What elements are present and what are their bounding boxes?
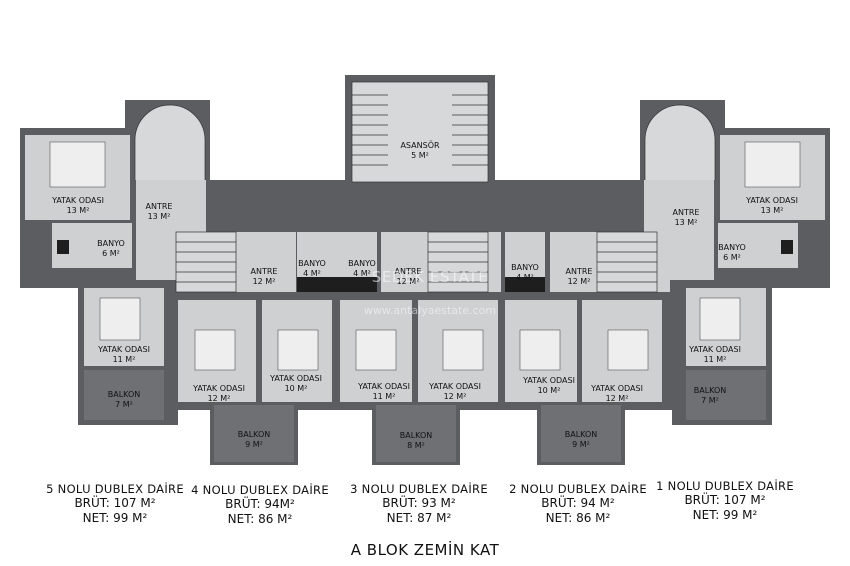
- room-name: BALKON: [694, 386, 727, 395]
- watermark-brand: SEDEK ESTATE: [371, 268, 489, 286]
- unit-net-area: NET: 99 M²: [692, 508, 758, 522]
- room-name: BALKON: [565, 430, 598, 439]
- room-area: 12 M²: [444, 392, 467, 401]
- elevator-label: ASANSÖR: [400, 140, 440, 150]
- floor-plan: ASANSÖR 5 M² YATAK ODASI 13 M² ANTRE 13 …: [20, 75, 830, 465]
- room-name: YATAK ODASI: [51, 196, 104, 205]
- bathroom-fixtures: [57, 240, 793, 292]
- room-name: YATAK ODASI: [357, 382, 410, 391]
- beds: [49, 141, 801, 371]
- room-area: 4 M²: [303, 269, 321, 278]
- room-area: 11 M²: [113, 355, 136, 364]
- unit-title: 3 NOLU DUBLEX DAİRE: [350, 482, 488, 496]
- unit-gross-area: BRÜT: 107 M²: [74, 496, 156, 510]
- unit-net-area: NET: 99 M²: [82, 511, 148, 525]
- room-area: 6 M²: [102, 249, 120, 258]
- elevator-area: 5 M²: [411, 151, 429, 160]
- floor-title: A BLOK ZEMİN KAT: [350, 541, 500, 559]
- room-name: YATAK ODASI: [745, 196, 798, 205]
- room-area: 11 M²: [373, 392, 396, 401]
- room-area: 12 M²: [568, 277, 591, 286]
- room-area: 6 M²: [723, 253, 741, 262]
- room-name: ANTRE: [395, 267, 422, 276]
- unit-net-area: NET: 86 M²: [227, 512, 293, 526]
- room-name: BALKON: [238, 430, 271, 439]
- unit-net-area: NET: 86 M²: [545, 511, 611, 525]
- unit-4-summary: 4 NOLU DUBLEX DAİRE BRÜT: 94M² NET: 86 M…: [175, 483, 345, 527]
- room-area: 11 M²: [704, 355, 727, 364]
- unit-title: 5 NOLU DUBLEX DAİRE: [46, 482, 184, 496]
- room-labels: ASANSÖR 5 M² YATAK ODASI 13 M² ANTRE 13 …: [51, 140, 798, 450]
- room-area: 12 M²: [397, 277, 420, 286]
- room-name: BANYO: [511, 263, 539, 272]
- unit-title: 1 NOLU DUBLEX DAİRE: [656, 479, 794, 493]
- room-area: 10 M²: [285, 384, 308, 393]
- room-name: YATAK ODASI: [97, 345, 150, 354]
- room-area: 13 M²: [675, 218, 698, 227]
- room-area: 13 M²: [148, 212, 171, 221]
- room-area: 13 M²: [67, 206, 90, 215]
- unit-title: 2 NOLU DUBLEX DAİRE: [509, 482, 647, 496]
- room-name: BALKON: [400, 431, 433, 440]
- unit-gross-area: BRÜT: 107 M²: [684, 493, 766, 507]
- unit-title: 4 NOLU DUBLEX DAİRE: [191, 483, 329, 497]
- room-name: YATAK ODASI: [590, 384, 643, 393]
- unit-5-summary: 5 NOLU DUBLEX DAİRE BRÜT: 107 M² NET: 99…: [30, 482, 200, 526]
- unit-gross-area: BRÜT: 93 M²: [382, 496, 456, 510]
- room-area: 12 M²: [253, 277, 276, 286]
- room-area: 7 M²: [115, 400, 133, 409]
- room-area: 7 M²: [701, 396, 719, 405]
- room-area: 10 M²: [538, 386, 561, 395]
- room-name: ANTRE: [566, 267, 593, 276]
- room-name: BANYO: [298, 259, 326, 268]
- room-area: 12 M²: [208, 394, 231, 403]
- unit-net-area: NET: 87 M²: [386, 511, 452, 525]
- room-name: ANTRE: [251, 267, 278, 276]
- balconies: [84, 370, 766, 462]
- room-name: YATAK ODASI: [522, 376, 575, 385]
- room-name: YATAK ODASI: [269, 374, 322, 383]
- unit-2-summary: 2 NOLU DUBLEX DAİRE BRÜT: 94 M² NET: 86 …: [493, 482, 663, 526]
- room-area: 4 M²: [353, 269, 371, 278]
- room-name: BANYO: [348, 259, 376, 268]
- staircases: [134, 81, 716, 293]
- unit-gross-area: BRÜT: 94 M²: [541, 496, 615, 510]
- room-name: YATAK ODASI: [428, 382, 481, 391]
- watermark-url: www.antalyaestate.com: [363, 304, 497, 317]
- room-area: 9 M²: [245, 440, 263, 449]
- room-area: 4 M²: [516, 273, 534, 282]
- room-name: ANTRE: [146, 202, 173, 211]
- room-name: BALKON: [108, 390, 141, 399]
- room-name: ANTRE: [673, 208, 700, 217]
- room-area: 9 M²: [572, 440, 590, 449]
- room-name: BANYO: [718, 243, 746, 252]
- unit-1-summary: 1 NOLU DUBLEX DAİRE BRÜT: 107 M² NET: 99…: [640, 479, 810, 523]
- room-area: 13 M²: [761, 206, 784, 215]
- room-area: 12 M²: [606, 394, 629, 403]
- unit-3-summary: 3 NOLU DUBLEX DAİRE BRÜT: 93 M² NET: 87 …: [334, 482, 504, 526]
- room-name: YATAK ODASI: [192, 384, 245, 393]
- room-name: BANYO: [97, 239, 125, 248]
- room-area: 8 M²: [407, 441, 425, 450]
- room-name: YATAK ODASI: [688, 345, 741, 354]
- unit-gross-area: BRÜT: 94M²: [225, 497, 295, 511]
